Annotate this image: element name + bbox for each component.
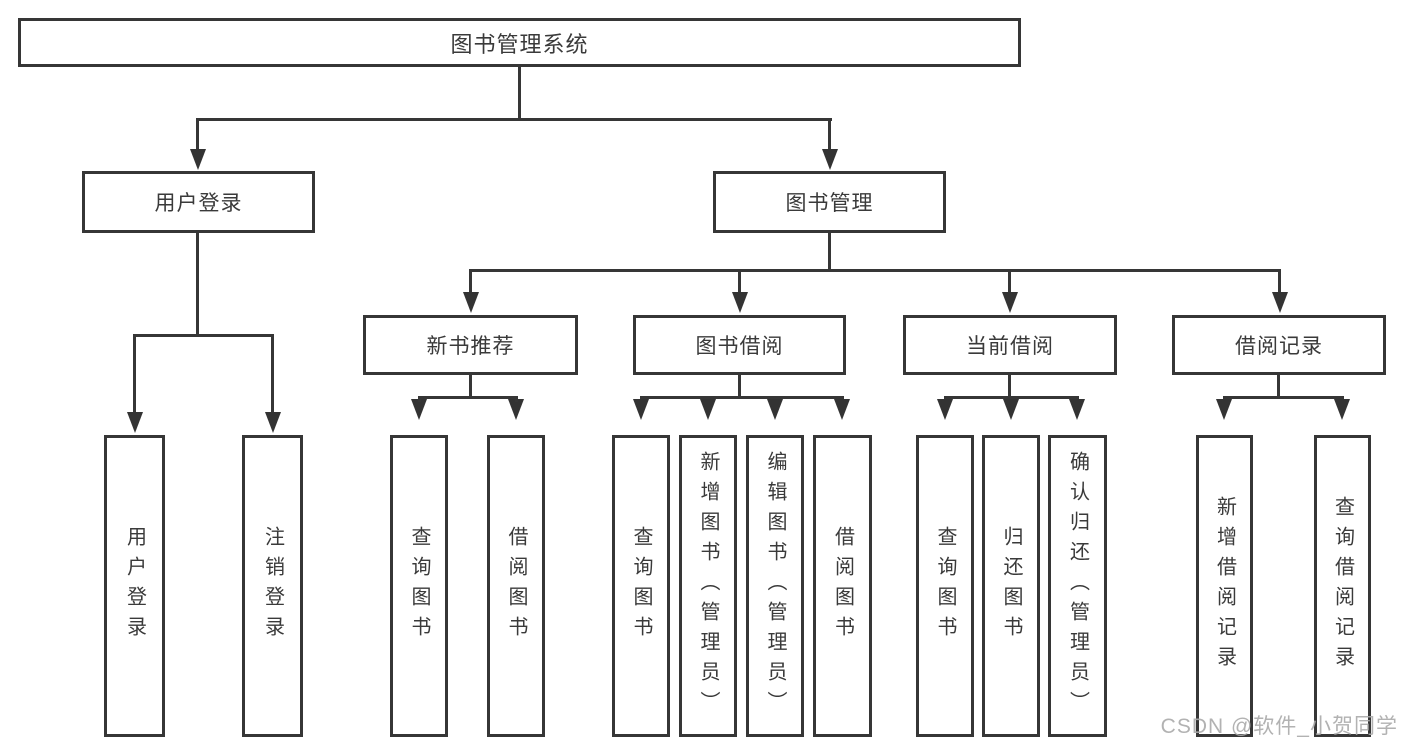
connector-line xyxy=(1223,396,1344,399)
arrowhead-down-icon xyxy=(127,412,143,433)
node-book-management: 图书管理 xyxy=(713,171,946,233)
arrowhead-down-icon xyxy=(190,149,206,170)
connector-line xyxy=(133,334,136,414)
connector-line xyxy=(1277,375,1280,399)
node-label: 图书借阅 xyxy=(695,335,784,358)
arrowhead-down-icon xyxy=(633,399,649,420)
node-book-borrowing: 图书借阅 xyxy=(633,315,846,375)
connector-line xyxy=(1008,375,1011,399)
leaf-current-query-books: 查询图书 xyxy=(916,435,974,737)
arrowhead-down-icon xyxy=(822,149,838,170)
leaf-borrow-add-books-admin: 新增图书（管理员） xyxy=(679,435,737,737)
connector-line xyxy=(828,233,831,271)
connector-line xyxy=(469,269,1281,272)
connector-line xyxy=(828,118,831,151)
node-root-book-management-system: 图书管理系统 xyxy=(18,18,1021,67)
leaf-label: 新增借阅记录 xyxy=(1213,496,1236,676)
leaf-borrow-borrow-books: 借阅图书 xyxy=(813,435,872,737)
connector-line xyxy=(738,375,741,399)
connector-line xyxy=(469,269,472,294)
node-label: 新书推荐 xyxy=(426,335,515,358)
arrowhead-down-icon xyxy=(411,399,427,420)
node-label: 当前借阅 xyxy=(966,335,1054,358)
leaf-label: 编辑图书（管理员） xyxy=(764,451,786,721)
arrowhead-down-icon xyxy=(1272,292,1288,313)
connector-line xyxy=(1278,269,1281,294)
leaf-label: 借阅图书 xyxy=(831,526,854,646)
connector-line xyxy=(418,396,518,399)
leaf-user-login: 用户登录 xyxy=(104,435,165,737)
connector-line xyxy=(133,334,274,337)
arrowhead-down-icon xyxy=(1002,292,1018,313)
arrowhead-down-icon xyxy=(767,399,783,420)
connector-line xyxy=(1008,269,1011,294)
leaf-borrow-edit-books-admin: 编辑图书（管理员） xyxy=(746,435,804,737)
leaf-label: 注销登录 xyxy=(261,526,284,646)
node-borrowing-records: 借阅记录 xyxy=(1172,315,1386,375)
leaf-label: 查询图书 xyxy=(934,526,956,646)
arrowhead-down-icon xyxy=(700,399,716,420)
leaf-logout: 注销登录 xyxy=(242,435,303,737)
leaf-current-confirm-return-admin: 确认归还（管理员） xyxy=(1048,435,1107,737)
arrowhead-down-icon xyxy=(937,399,953,420)
arrowhead-down-icon xyxy=(732,292,748,313)
connector-line xyxy=(196,118,199,151)
leaf-newbook-query-books: 查询图书 xyxy=(390,435,448,737)
arrowhead-down-icon xyxy=(1334,399,1350,420)
connector-line xyxy=(640,396,844,399)
leaf-label: 确认归还（管理员） xyxy=(1066,451,1089,721)
connector-line xyxy=(518,67,521,120)
arrowhead-down-icon xyxy=(1003,399,1019,420)
node-label: 图书管理 xyxy=(785,192,874,215)
leaf-records-query-record: 查询借阅记录 xyxy=(1314,435,1371,737)
arrowhead-down-icon xyxy=(508,399,524,420)
connector-line xyxy=(418,396,421,402)
arrowhead-down-icon xyxy=(1216,399,1232,420)
connector-line xyxy=(196,233,199,337)
node-new-book-recommend: 新书推荐 xyxy=(363,315,578,375)
arrowhead-down-icon xyxy=(1069,399,1085,420)
arrowhead-down-icon xyxy=(265,412,281,433)
node-label: 借阅记录 xyxy=(1235,335,1323,358)
leaf-label: 查询图书 xyxy=(408,526,430,646)
arrowhead-down-icon xyxy=(463,292,479,313)
node-label: 图书管理系统 xyxy=(450,31,589,57)
connector-line xyxy=(944,396,1079,399)
leaf-label: 查询借阅记录 xyxy=(1331,496,1354,676)
leaf-newbook-borrow-books: 借阅图书 xyxy=(487,435,545,737)
connector-line xyxy=(515,396,518,402)
node-label: 用户登录 xyxy=(154,192,243,215)
arrowhead-down-icon xyxy=(834,399,850,420)
connector-line xyxy=(196,118,832,121)
leaf-records-add-record: 新增借阅记录 xyxy=(1196,435,1253,737)
leaf-label: 查询图书 xyxy=(630,526,652,646)
leaf-label: 借阅图书 xyxy=(505,526,527,646)
leaf-current-return-books: 归还图书 xyxy=(982,435,1040,737)
leaf-label: 用户登录 xyxy=(123,526,146,646)
leaf-borrow-query-books: 查询图书 xyxy=(612,435,670,737)
leaf-label: 归还图书 xyxy=(1000,526,1022,646)
connector-line xyxy=(738,269,741,294)
csdn-watermark: CSDN @软件_小贺同学 xyxy=(1160,715,1398,738)
connector-line xyxy=(271,334,274,414)
connector-line xyxy=(469,375,472,399)
node-user-login: 用户登录 xyxy=(82,171,315,233)
node-current-borrowing: 当前借阅 xyxy=(903,315,1117,375)
leaf-label: 新增图书（管理员） xyxy=(697,451,719,721)
